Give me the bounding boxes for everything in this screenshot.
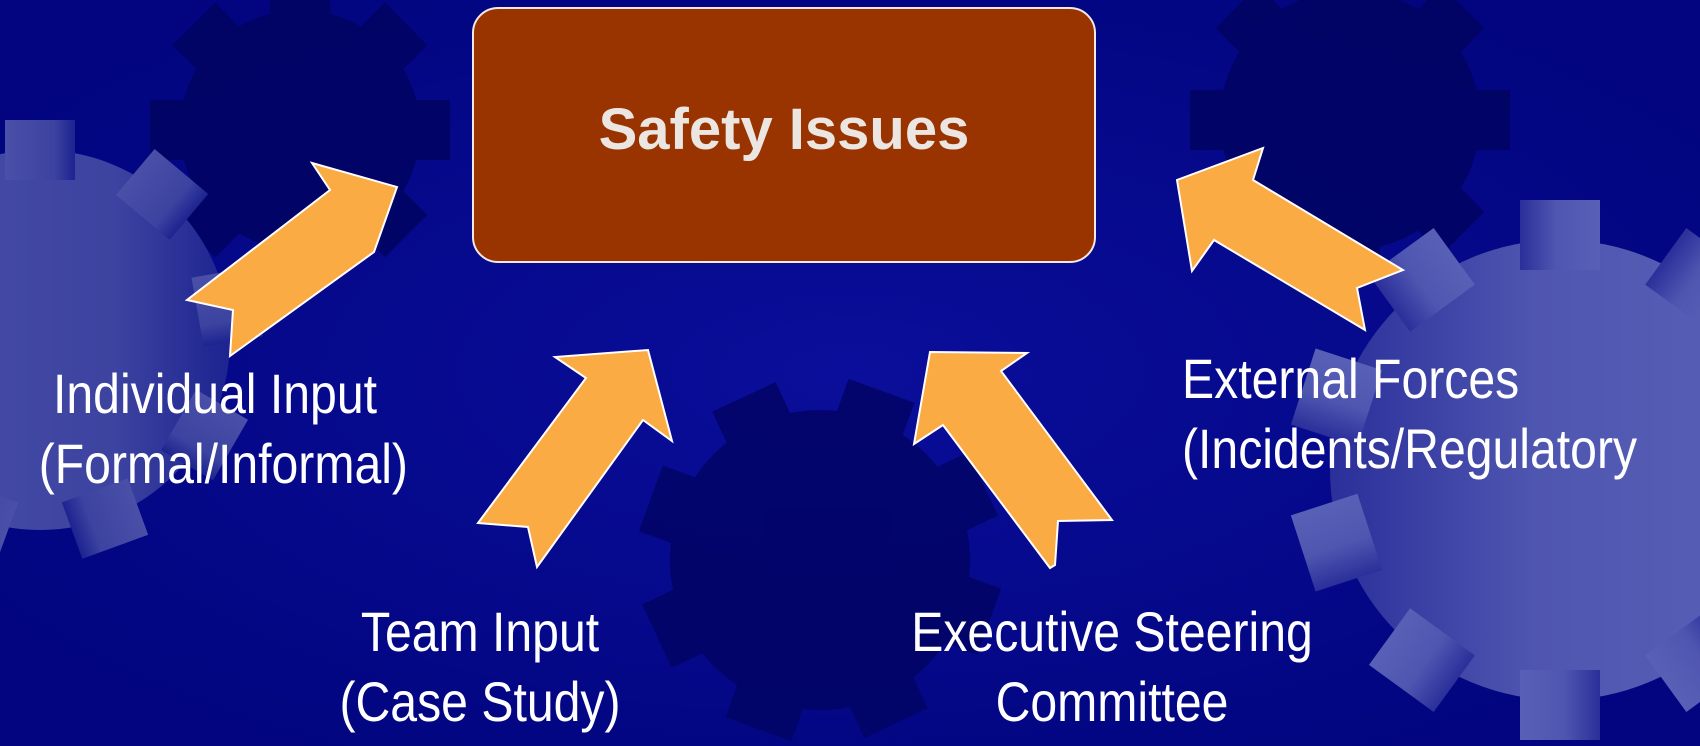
- executive-steering-line1: Executive Steering: [911, 600, 1313, 663]
- arrow-executive-steering: [912, 350, 1114, 570]
- external-forces-label: External Forces (Incidents/Regulatory: [1182, 344, 1664, 484]
- light-gear-right: [1290, 200, 1700, 740]
- arrow-external-forces: [1175, 146, 1406, 332]
- arrow-individual-input: [184, 161, 399, 359]
- dark-gear-bottom-center: [638, 378, 1002, 742]
- arrow-team-input: [476, 348, 674, 570]
- individual-input-line2: (Formal/Informal): [38, 432, 408, 495]
- safety-issues-box: Safety Issues: [472, 7, 1096, 263]
- external-forces-line1: External Forces: [1182, 347, 1520, 410]
- individual-input-label: Individual Input (Formal/Informal): [38, 359, 408, 499]
- external-forces-line2: (Incidents/Regulatory: [1182, 417, 1638, 480]
- safety-issues-title: Safety Issues: [598, 97, 970, 162]
- executive-steering-line2: Committee: [995, 670, 1229, 733]
- individual-input-line1: Individual Input: [53, 362, 377, 425]
- team-input-line1: Team Input: [360, 600, 600, 663]
- executive-steering-label: Executive Steering Committee: [897, 597, 1327, 737]
- team-input-line2: (Case Study): [339, 670, 621, 733]
- team-input-label: Team Input (Case Study): [308, 597, 652, 737]
- light-gear-left: [0, 120, 263, 559]
